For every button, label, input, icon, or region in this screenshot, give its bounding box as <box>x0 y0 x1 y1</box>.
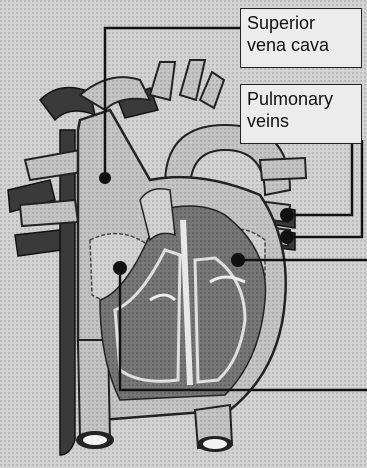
ivc-opening-inner <box>83 435 107 445</box>
label-superior-vena-cava: Superior vena cava <box>240 8 362 68</box>
label-pulmonary-veins: Pulmonary veins <box>240 84 362 144</box>
aorta-opening-inner <box>203 439 227 449</box>
